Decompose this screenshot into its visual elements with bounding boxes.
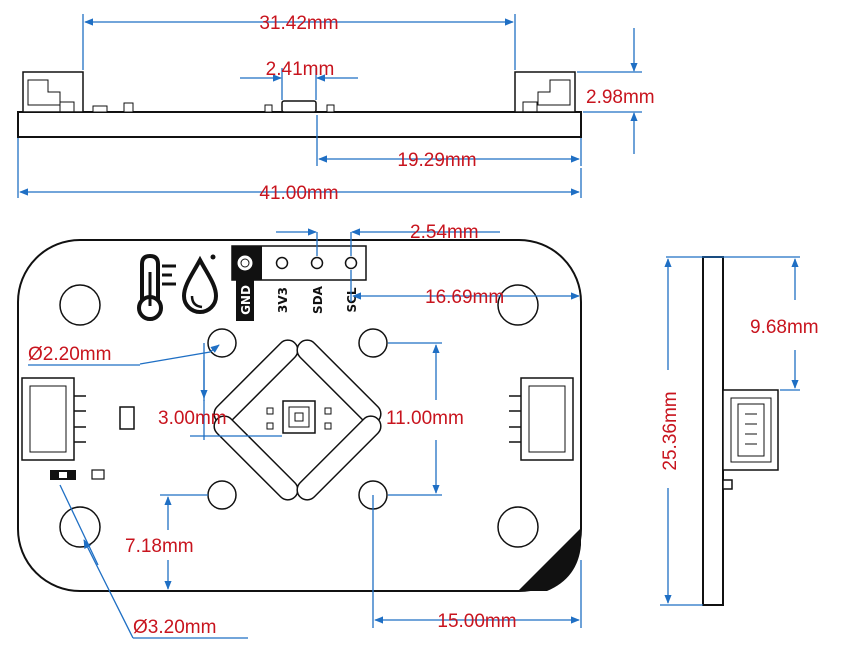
dim-large-hole-leader [83, 539, 134, 639]
dim-board-width-label: 25.36mm [660, 391, 681, 470]
dim-edge-offset-label: 7.18mm [125, 536, 194, 557]
dim-sensor-offset-label: 19.29mm [397, 150, 476, 171]
end-board [702, 256, 724, 606]
mounting-hole [497, 506, 539, 548]
dim-small-hole-label: Ø2.20mm [28, 344, 111, 365]
side-connector-right [514, 71, 576, 113]
dim-hole-spacing-horizontal-label: 15.00mm [437, 611, 516, 632]
dim-board-thickness [577, 28, 642, 154]
top-view: GND 3V3 SDA SCL 2.54mm [17, 222, 582, 639]
dim-connector-span [82, 14, 516, 70]
pin-label-gnd: GND [239, 285, 253, 315]
side-component [92, 105, 108, 113]
small-hole [207, 480, 237, 510]
pin-label-sda: SDA [311, 285, 325, 314]
pin-label-scl: SCL [345, 287, 359, 312]
dim-connector-offset-label: 9.68mm [750, 317, 819, 338]
component [119, 406, 135, 430]
end-connector [722, 389, 779, 490]
vent-slots [213, 339, 382, 501]
dim-sensor-offset [316, 115, 582, 166]
dim-pin-pitch-label: 2.54mm [410, 222, 479, 243]
component [91, 469, 105, 480]
side-view: 31.42mm 2.41mm 2.98mm 19.29mm [17, 13, 655, 204]
dim-sensor-offset-top-label: 3.00mm [158, 408, 227, 429]
thermometer-icon [137, 253, 176, 321]
dim-sensor-width [240, 68, 358, 100]
dim-sensor-width-label: 2.41mm [266, 59, 335, 80]
connector-right [509, 377, 574, 461]
dim-hole-spacing-vertical-label: 11.00mm [386, 408, 464, 429]
side-connector-left [22, 71, 84, 113]
mounting-hole [59, 284, 101, 326]
dim-large-hole-label: Ø3.20mm [133, 617, 216, 638]
small-hole [207, 328, 237, 358]
side-component [326, 104, 335, 113]
droplet-icon [181, 254, 219, 314]
side-board [17, 111, 582, 138]
pin-label-3v3: 3V3 [276, 287, 290, 313]
dim-pin-pitch [276, 228, 500, 256]
dim-small-hole-leader [139, 344, 220, 365]
pin-header [231, 245, 367, 321]
led [50, 470, 76, 480]
end-view: 9.68mm 25.36mm [659, 256, 819, 606]
dim-edge-offset [160, 494, 208, 590]
side-sensor [281, 100, 317, 113]
dim-large-hole-guide [59, 484, 99, 566]
side-component [123, 102, 134, 113]
side-component [264, 104, 273, 113]
sensor-chip [266, 400, 332, 434]
dim-connector-span-label: 31.42mm [259, 13, 338, 34]
connector-left [21, 377, 86, 461]
dim-hole-spacing-vertical [388, 342, 442, 496]
dim-hole-spacing-horizontal [372, 495, 582, 628]
corner-marker [518, 528, 581, 591]
dim-board-length [17, 138, 582, 198]
small-hole [358, 328, 388, 358]
dim-sensor-offset-top [190, 343, 282, 440]
dim-board-length-label: 41.00mm [259, 183, 338, 204]
dim-connector-offset [666, 256, 800, 391]
dim-board-thickness-label: 2.98mm [586, 87, 655, 108]
dim-pin-offset-label: 16.69mm [425, 287, 504, 308]
dim-pin-offset [350, 270, 580, 302]
